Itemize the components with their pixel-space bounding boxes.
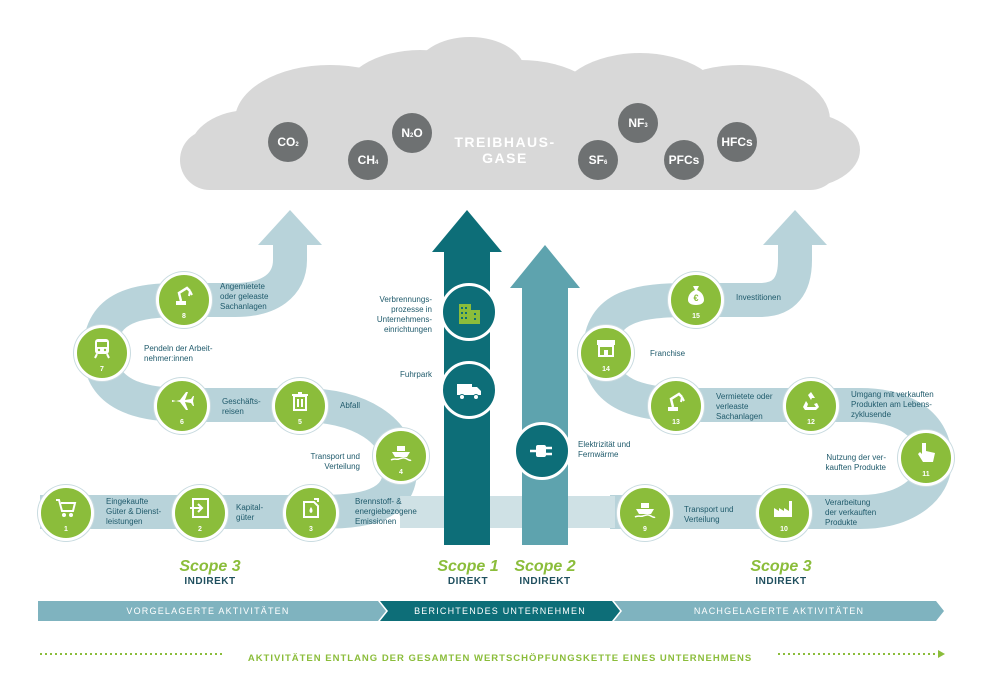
hand-pointer-icon <box>918 443 935 462</box>
plug-icon <box>530 445 552 457</box>
activity-2-circle: 2 <box>172 485 228 541</box>
activity-4-circle: 4 <box>373 428 429 484</box>
activity-10-label: Verarbeitung der verkauften Produkte <box>825 498 877 527</box>
activity-6-label: Geschäfts-reisen <box>222 397 261 416</box>
money-bag-euro-icon: € <box>688 286 704 305</box>
activity-9-label: Transport und Verteilung <box>684 505 734 524</box>
shopping-cart-icon <box>56 499 77 517</box>
gas-hfcs: HFCs <box>717 122 757 162</box>
fuel-can-icon <box>303 498 319 518</box>
svg-text:€: € <box>693 293 698 303</box>
activity-13-circle: 13 <box>648 378 704 434</box>
activity-2-label: Kapital-güter <box>236 503 264 522</box>
activity-12-circle: 12 <box>783 378 839 434</box>
fleet-label: Fuhrpark <box>399 370 432 379</box>
scope-1: Scope 1 DIREKT <box>437 558 499 587</box>
footer: AKTIVITÄTEN ENTLANG DER GESAMTEN WERTSCH… <box>247 653 753 664</box>
activity-1-circle: 1 <box>38 485 94 541</box>
fleet-circle <box>440 361 498 419</box>
activity-8-label: Angemietete oder geleaste Sachanlagen <box>220 282 269 311</box>
shop-icon <box>597 340 615 357</box>
electricity-circle <box>513 422 571 480</box>
activity-12-label: Umgang mit verkauften Produkten am Leben… <box>851 390 934 419</box>
ship-icon <box>634 503 656 518</box>
trash-icon <box>292 392 308 411</box>
activity-14-circle: 14 <box>578 325 634 381</box>
airplane-icon <box>172 392 194 410</box>
activity-3-circle: 3 <box>283 485 339 541</box>
activity-14-label: Franchise <box>650 349 686 358</box>
activity-8-circle: 8 <box>156 272 212 328</box>
footer-arrow-head <box>938 650 945 658</box>
downstream-bar-shape <box>614 601 944 621</box>
downstream-arrow-head <box>763 210 827 245</box>
downstream-bar: NACHGELAGERTE AKTIVITÄTEN <box>693 606 865 616</box>
robot-arm-icon <box>176 286 193 305</box>
train-icon <box>94 339 110 359</box>
activity-6-circle: 6 <box>154 378 210 434</box>
scope2-arrow <box>510 245 580 545</box>
activity-1-label: Eingekaufte Güter & Dienst-leistungen <box>106 497 162 526</box>
cloud-title: TREIBHAUS- GASE <box>454 134 556 166</box>
activity-9-circle: 9 <box>617 485 673 541</box>
truck-icon <box>457 384 481 400</box>
electricity-label: Elektrizität und Fernwärme <box>578 440 631 459</box>
recycle-icon <box>803 392 819 410</box>
scope-right: Scope 3 INDIREKT <box>750 558 812 587</box>
activity-15-label: Investitionen <box>736 293 781 302</box>
upstream-arrow-head <box>258 210 322 245</box>
activity-11-label: Nutzung der ver-kauften Produkte <box>825 453 886 472</box>
upstream-bar-shape <box>38 601 386 621</box>
robot-arm-icon <box>668 392 685 411</box>
activity-15-circle: € 15 <box>668 272 724 328</box>
activity-3-label: Brennstoff- & energiebezogene Emissionen <box>355 497 417 526</box>
activity-11-circle: 11 <box>898 430 954 486</box>
reporting-bar: BERICHTENDES UNTERNEHMEN <box>414 606 586 616</box>
upstream-bar: VORGELAGERTE AKTIVITÄTEN <box>126 606 290 616</box>
activity-10-circle: 10 <box>756 485 812 541</box>
reporting-bar-shape <box>380 601 620 621</box>
activity-7-circle: 7 <box>74 325 130 381</box>
buildings-label: Verbrennungs-prozesse in Unternehmens-ei… <box>376 295 432 334</box>
activity-5-circle: 5 <box>272 378 328 434</box>
scope-2: Scope 2 INDIREKT <box>514 558 576 587</box>
scope-left: Scope 3 INDIREKT <box>179 558 241 587</box>
activity-5-label: Abfall <box>340 401 361 410</box>
upstream-path <box>40 243 417 529</box>
building-icon <box>459 304 480 324</box>
activity-7-label: Pendeln der Arbeit-nehmer:innen <box>144 344 213 363</box>
activity-4-label: Transport und Verteilung <box>310 452 360 471</box>
factory-icon <box>774 501 792 517</box>
ship-icon <box>390 446 412 461</box>
buildings-circle <box>440 283 498 341</box>
gas-pfcs: PFCs <box>664 140 704 180</box>
greenhouse-gas-cloud <box>180 37 860 190</box>
activity-13-label: Vermietete oder verleaste Sachanlagen <box>716 392 773 421</box>
box-arrow-icon <box>190 498 209 518</box>
center-band <box>400 496 615 528</box>
